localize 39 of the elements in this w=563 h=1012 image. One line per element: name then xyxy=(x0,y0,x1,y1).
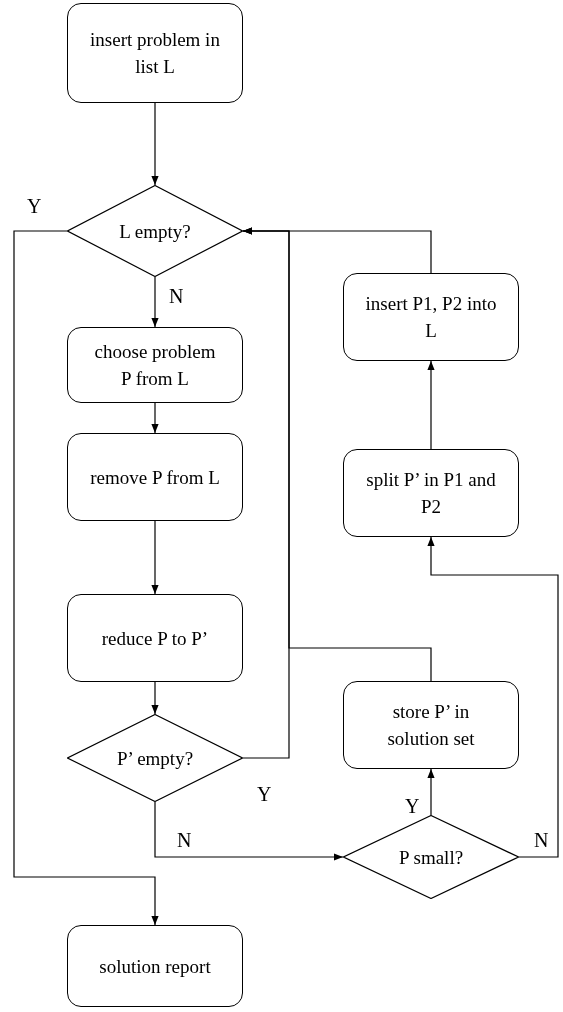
node-text: L empty? xyxy=(118,219,192,244)
node-text: P small? xyxy=(397,845,465,870)
arrow xyxy=(151,102,159,186)
node-text: split P’ in P1 and P2 xyxy=(365,468,497,519)
arrow xyxy=(151,681,159,715)
process-box xyxy=(343,449,519,537)
edge-label: Y xyxy=(26,196,43,216)
process-box xyxy=(343,681,519,769)
arrow xyxy=(151,276,159,328)
edge-label: Y xyxy=(256,784,273,804)
arrow xyxy=(13,230,159,926)
edge-label: N xyxy=(533,830,550,850)
process-box xyxy=(67,433,243,521)
arrow xyxy=(242,227,432,682)
arrow xyxy=(151,402,159,434)
node-text: choose problem P from L xyxy=(93,340,217,391)
arrow xyxy=(427,360,435,450)
decision-diamond xyxy=(67,714,243,802)
node-text: remove P from L xyxy=(89,465,221,490)
process-box xyxy=(67,327,243,403)
node-text: insert P1, P2 into L xyxy=(364,292,498,343)
node-text: reduce P to P’ xyxy=(100,626,210,651)
arrow xyxy=(151,520,159,595)
process-box xyxy=(67,594,243,682)
arrow xyxy=(427,536,559,858)
decision-diamond xyxy=(343,815,519,899)
node-text: store P’ in solution set xyxy=(386,700,476,751)
decision-diamond xyxy=(67,185,243,277)
process-box xyxy=(343,273,519,361)
node-text: insert problem in list L xyxy=(89,28,221,79)
edge-label: N xyxy=(168,286,185,306)
arrow xyxy=(427,768,435,816)
edge-label: Y xyxy=(404,796,421,816)
node-text: P’ empty? xyxy=(115,746,195,771)
arrow xyxy=(154,801,344,861)
edge-label: N xyxy=(176,830,193,850)
process-box xyxy=(67,925,243,1007)
node-text: solution report xyxy=(98,954,212,979)
process-box xyxy=(67,3,243,103)
